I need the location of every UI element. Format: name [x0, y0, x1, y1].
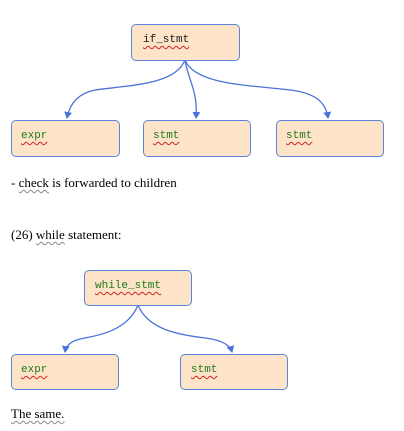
node-expr-1: expr — [11, 120, 120, 157]
edge-if-to-stmt-1 — [184, 59, 201, 119]
edge-while-to-expr — [61, 304, 139, 353]
note-forwarding: - check is forwarded to children — [11, 175, 177, 191]
footer-text: The same. — [11, 406, 65, 421]
node-stmt-2: stmt — [276, 120, 384, 157]
node-expr-1-label: expr — [21, 130, 48, 142]
note-prefix: - — [11, 175, 19, 190]
node-stmt-2-label: stmt — [286, 130, 313, 142]
node-if-stmt: if_stmt — [131, 24, 240, 61]
edge-while-to-stmt — [137, 304, 235, 353]
node-expr-2: expr — [11, 354, 119, 390]
section-heading: (26) while statement: — [11, 227, 122, 243]
section-rest: statement: — [64, 227, 122, 242]
node-stmt-3: stmt — [180, 354, 288, 390]
node-if-stmt-label: if_stmt — [143, 34, 190, 46]
section-word: while — [35, 227, 65, 242]
section-number: (26) — [11, 227, 36, 242]
node-expr-2-label: expr — [21, 364, 48, 376]
note-word: check — [18, 175, 49, 190]
node-while-stmt-label: while_stmt — [95, 280, 162, 292]
edge-if-to-expr — [64, 59, 186, 119]
note-rest: is forwarded to children — [48, 175, 177, 190]
node-stmt-3-label: stmt — [191, 364, 218, 376]
edge-if-to-stmt-2 — [184, 59, 332, 119]
node-stmt-1: stmt — [143, 120, 251, 157]
node-stmt-1-label: stmt — [153, 130, 180, 142]
node-while-stmt: while_stmt — [84, 270, 192, 306]
